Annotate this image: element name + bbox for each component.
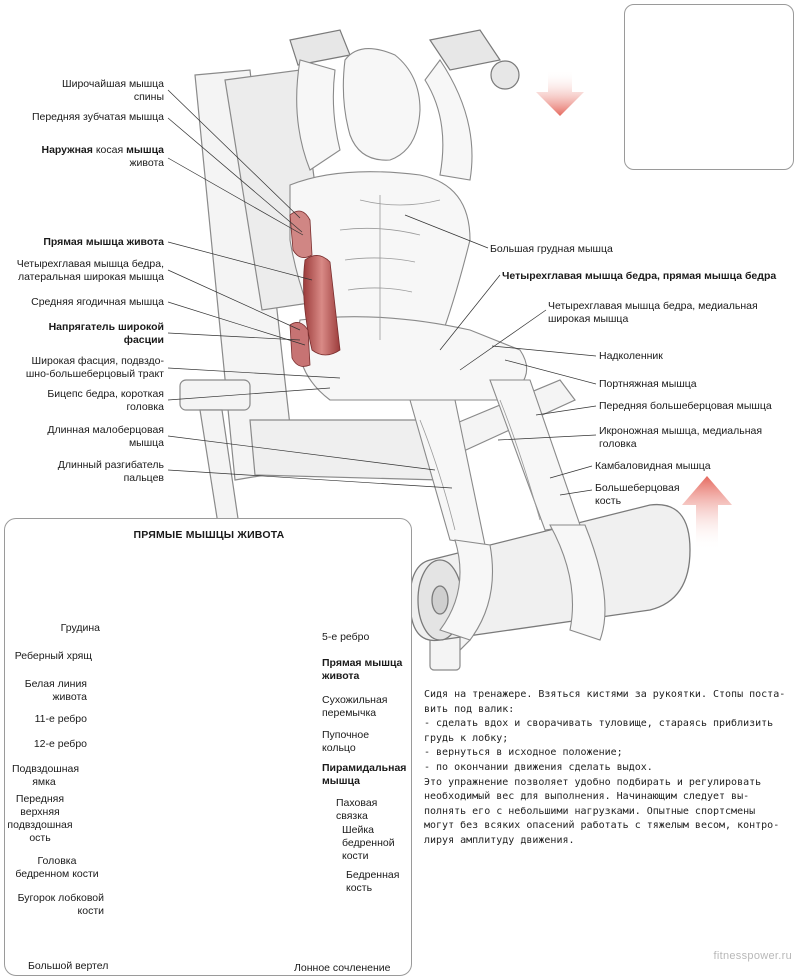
label-linea-alba: Белая линия живота [24,678,87,703]
label-rectus-abdominis: Прямая мышца живота [43,236,164,248]
label-rectus-abdominis-panel: Прямая мышца живота [322,657,403,682]
label-pubic-symphysis: Лонное сочленение [294,962,391,974]
label-serratus: Передняя зубчатая мышца [31,111,164,123]
label-vastus-lateralis: Четырехглавая мышца бедра, латеральная ш… [16,258,164,283]
label-tibia: Большеберцовая кость [595,482,680,507]
label-rectus-femoris: Четырехглавая мышца бедра, прямая мышца … [502,270,777,282]
label-gastrocnemius: Икроножная мышца, медиальная головка [599,425,763,450]
label-rib-5: 5-е ребро [322,631,370,643]
label-femur: Бедренная кость [346,869,400,894]
highlighted-muscles [289,210,341,367]
site-watermark: fitnesspower.ru [713,950,792,962]
muscle-detail [339,195,541,531]
label-gluteus-medius: Средняя ягодичная мышца [31,296,164,308]
label-tensor-fasciae: Напрягатель широкой фасции [48,321,164,346]
label-tibialis-anterior: Передняя большеберцовая мышца [599,400,772,412]
label-rib-12: 12-е ребро [33,738,87,750]
label-external-oblique: Наружная косая мышца живота [41,144,164,169]
label-femoral-head: Головка бедренном кости [15,855,99,880]
label-pyramidalis: Пирамидальная мышца [322,762,407,787]
label-sternum: Грудина [60,622,100,634]
label-sartorius: Портняжная мышца [599,378,697,390]
panel-title: ПРЯМЫЕ МЫШЦЫ ЖИВОТА [133,529,285,541]
label-patella: Надколенник [599,350,663,362]
label-peroneus-longus: Длинная малоберцовая мышца [47,424,164,449]
label-anterior-superior-iliac-spine: Передняя верхняя подвздошная ость [7,793,73,844]
inset-thumbnail-panel [624,4,794,170]
label-biceps-femoris: Бицепс бедра, короткая головка [47,388,164,413]
rectus-abdominis-panel: ПРЯМЫЕ МЫШЦЫ ЖИВОТА [4,518,412,976]
label-it-tract: Широкая фасция, подвздо- шно-большеберцо… [25,355,164,380]
label-femoral-neck: Шейка бедренной кости [342,824,395,862]
label-greater-trochanter: Большой вертел [28,960,109,972]
label-pubic-tubercle: Бугорок лобковой кости [17,892,104,917]
label-pectoralis-major: Большая грудная мышца [490,243,613,255]
label-tendinous-intersection: Сухожильная перемычка [322,694,388,719]
label-vastus-medialis: Четырехглавая мышца бедра, медиальная ши… [548,300,758,325]
label-rib-11: 11-е ребро [34,713,87,725]
label-costal-cartilage: Реберный хрящ [14,650,92,662]
direction-arrows [536,70,732,550]
label-iliac-fossa: Подвздошная ямка [12,763,80,788]
label-latissimus: Широчайшая мышца спины [61,78,164,103]
leader-lines-top [167,89,597,496]
label-inguinal-ligament: Паховая связка [336,797,378,822]
label-extensor-digitorum: Длинный разгибатель пальцев [57,459,164,484]
label-umbilical-ring: Пупочное кольцо [322,729,370,754]
label-soleus: Камбаловидная мышца [595,460,711,472]
exercise-description: Сидя на тренажере. Взяться кистями за ру… [424,689,786,846]
